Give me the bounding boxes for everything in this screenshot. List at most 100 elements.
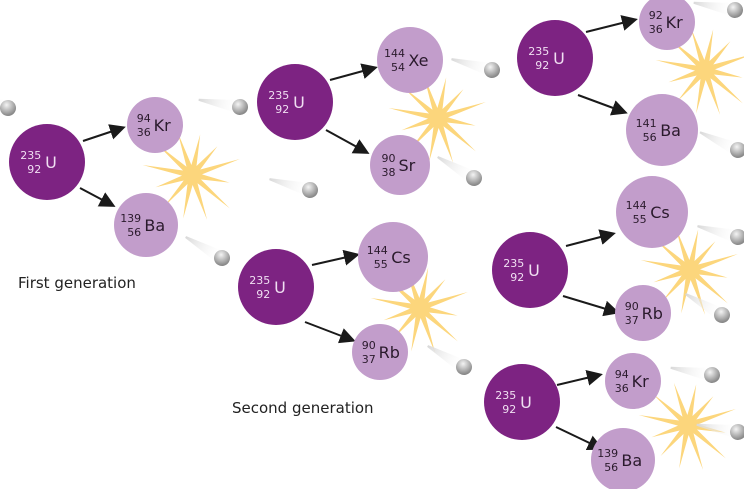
element-symbol: Rb (379, 343, 400, 362)
uranium-nucleus-circle (238, 249, 314, 325)
arrow (82, 124, 126, 142)
mass-number: 144 (626, 199, 647, 212)
energy-flash-icon (638, 382, 736, 470)
element-symbol: Sr (399, 156, 416, 175)
neutron (198, 98, 248, 115)
atomic-number: 38 (382, 166, 396, 179)
neutron (0, 92, 16, 116)
mass-number: 235 (249, 274, 270, 287)
atomic-number: 92 (275, 103, 289, 116)
arrow (562, 295, 620, 317)
element-symbol: Ba (660, 121, 681, 140)
fission-product-circle (639, 0, 695, 50)
atomic-number: 92 (27, 163, 41, 176)
mass-number: 139 (597, 447, 618, 460)
arrow (585, 15, 638, 33)
neutron (437, 156, 482, 186)
neutron (427, 345, 472, 375)
mass-number: 235 (268, 89, 289, 102)
element-symbol: U (553, 49, 565, 68)
neutron-trail (696, 423, 740, 439)
element-symbol: U (528, 261, 540, 280)
fission-product-circle (352, 324, 408, 380)
element-symbol: U (293, 93, 305, 112)
fission-product-circle (127, 97, 183, 153)
atomic-number: 37 (625, 314, 639, 327)
arrow (577, 94, 628, 116)
fission-product-circle (358, 222, 428, 292)
neutron (697, 225, 744, 245)
arrow (329, 63, 378, 81)
atomic-number: 56 (127, 226, 141, 239)
element-symbol: U (274, 278, 286, 297)
energy-flash-icon (655, 27, 744, 115)
mass-number: 235 (20, 149, 41, 162)
atomic-number: 56 (643, 131, 657, 144)
first-generation-label: First generation (18, 274, 136, 292)
mass-number: 94 (615, 368, 629, 381)
mass-number: 92 (649, 9, 663, 22)
atomic-number: 92 (535, 59, 549, 72)
energy-flash-icon (388, 75, 486, 163)
neutron (451, 58, 500, 78)
arrow (311, 249, 360, 266)
fission-product-circle (605, 353, 661, 409)
uranium-nucleus-circle (517, 20, 593, 96)
neutron-ball (456, 359, 472, 375)
mass-number: 90 (382, 152, 396, 165)
mass-number: 90 (625, 300, 639, 313)
neutron-ball (704, 367, 720, 383)
element-symbol: Kr (154, 116, 171, 135)
arrow (565, 229, 616, 247)
atomic-number: 92 (510, 271, 524, 284)
mass-number: 144 (367, 244, 388, 257)
neutron-trail (269, 178, 312, 197)
element-symbol: Cs (391, 248, 411, 267)
element-symbol: Ba (144, 216, 165, 235)
neutron (185, 236, 230, 266)
arrow (325, 129, 370, 154)
mass-number: 94 (137, 112, 151, 125)
atomic-number: 36 (137, 126, 151, 139)
uranium-nucleus-circle (484, 364, 560, 440)
element-symbol: U (520, 393, 532, 412)
arrow (555, 426, 604, 451)
atomic-number: 92 (256, 288, 270, 301)
mass-number: 90 (362, 339, 376, 352)
fission-product-circle (591, 428, 655, 489)
neutron-ball (714, 307, 730, 323)
uranium-nucleus-circle (257, 64, 333, 140)
neutron-ball (730, 142, 744, 158)
atomic-number: 37 (362, 353, 376, 366)
energy-flash-icon (370, 265, 468, 353)
fission-product-circle (615, 285, 671, 341)
mass-number: 235 (495, 389, 516, 402)
neutron-trail (693, 1, 737, 17)
fission-product-circle (377, 27, 443, 93)
neutron-ball (727, 2, 743, 18)
atomic-number: 56 (604, 461, 618, 474)
element-symbol: U (45, 153, 57, 172)
energy-flashes (142, 27, 744, 470)
energy-flash-icon (142, 132, 240, 220)
neutron (670, 366, 720, 383)
arrow (304, 321, 356, 344)
element-symbol: Kr (632, 372, 649, 391)
